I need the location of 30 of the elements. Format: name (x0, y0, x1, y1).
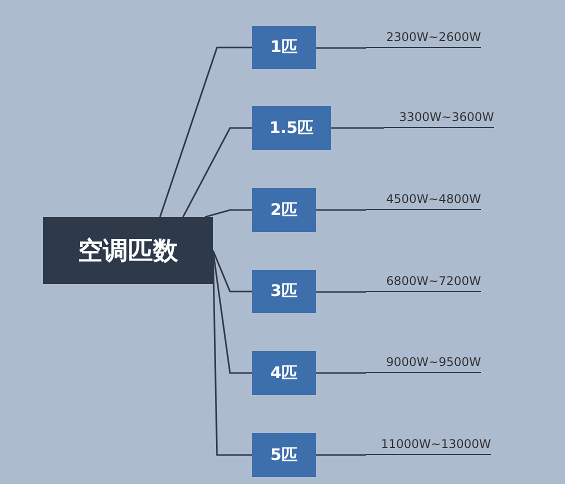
label-text: 11000W~13000W (380, 437, 491, 451)
label-text: 2匹 (270, 200, 298, 220)
connector-line (212, 250, 252, 292)
label-text: 3匹 (270, 281, 298, 302)
label-text: 4500W~4800W (386, 192, 481, 206)
branch-box (252, 26, 316, 69)
label-text: 5匹 (270, 444, 298, 466)
connector-line (204, 209, 252, 218)
branch-box (252, 351, 316, 395)
connector-line (159, 46, 252, 218)
branch-box (252, 270, 316, 313)
label-text: 空调匹数 (78, 235, 178, 267)
connector-line (331, 127, 384, 129)
label-text: 3300W~3600W (399, 110, 494, 124)
connector-line (182, 127, 252, 218)
branch-box (252, 433, 316, 477)
connector-line (316, 209, 366, 211)
label-text: 6800W~7200W (386, 274, 481, 288)
connector-line (316, 454, 366, 456)
label-text: 1.5匹 (269, 118, 314, 138)
branch-box (252, 106, 331, 150)
root-box (43, 217, 213, 284)
label-text: 4匹 (270, 362, 298, 384)
connector-line (316, 291, 366, 293)
label-text: 1匹 (270, 37, 298, 58)
connector-line (316, 47, 366, 49)
label-text: 9000W~9500W (386, 355, 481, 369)
label-text: 2300W~2600W (386, 30, 481, 44)
branch-box (252, 188, 316, 232)
connector-line (316, 372, 366, 374)
